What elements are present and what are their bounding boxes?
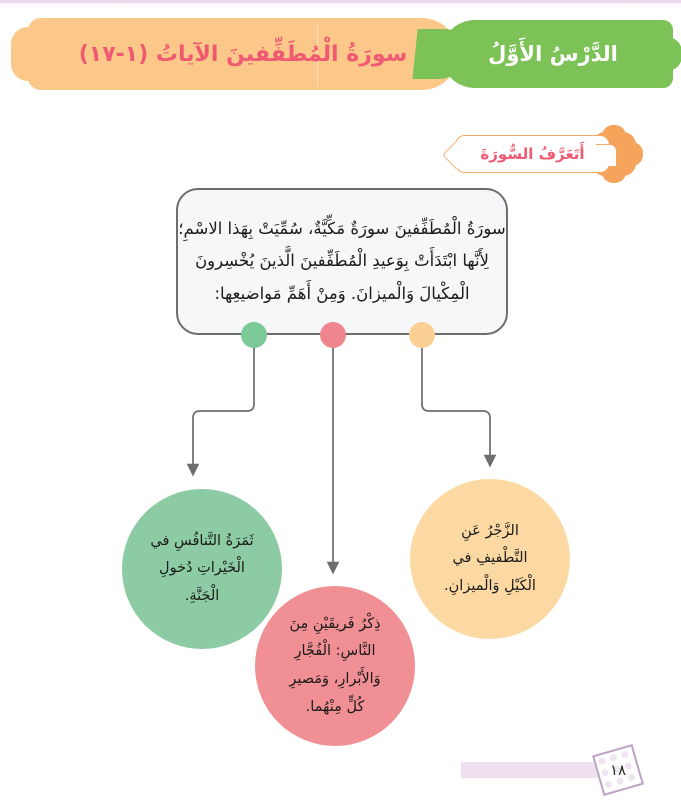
page-number-badge: ١٨ xyxy=(592,744,644,796)
section-header-badge: أَتَعَرَّفُ السُّورَةَ xyxy=(450,125,643,183)
topic-pink-line-3: وَالأَبْرارِ، وَمَصيرِ xyxy=(289,671,381,687)
topic-orange-line-1: الزَّجْرُ عَنِ xyxy=(461,522,519,539)
topic-pink-line-2: النَّاسِ: الْفُجَّارِ xyxy=(294,643,376,660)
topic-circle-orange: الزَّجْرُ عَنِ التَّطْفيفِ في الْكَيْلِ … xyxy=(410,479,570,639)
topic-orange-line-3: الْكَيْلِ وَالْميزانِ. xyxy=(444,577,536,594)
connector-green xyxy=(186,335,255,477)
intro-line-2: لِأَنَّها ابْتَدَأَتْ بِوَعيدِ الْمُطَفِ… xyxy=(195,251,489,271)
surah-intro-box: سورَةُ الْمُطَفِّفينَ سورَةٌ مَكِّيَّةٌ،… xyxy=(176,188,508,335)
topic-orange-line-2: التَّطْفيفِ في xyxy=(452,550,528,567)
top-rule xyxy=(0,0,681,3)
topic-pink-line-4: كُلٍّ مِنْهُما. xyxy=(305,698,365,715)
page-number: ١٨ xyxy=(609,761,627,779)
header-band: سورَةُ الْمُطَفِّفينَ الآياتُ (١-١٧) الد… xyxy=(8,18,681,90)
lesson-number-text: الدَّرْسُ الأَوَّلُ xyxy=(488,42,618,66)
section-header-plate: أَتَعَرَّفُ السُّورَةَ xyxy=(455,135,617,173)
section-header-label: أَتَعَرَّفُ السُّورَةَ xyxy=(480,145,585,163)
lesson-title-text: سورَةُ الْمُطَفِّفينَ الآياتُ (١-١٧) xyxy=(78,41,408,67)
lesson-title-ribbon: سورَةُ الْمُطَفِّفينَ الآياتُ (١-١٧) xyxy=(11,18,458,90)
connector-orange xyxy=(421,335,497,468)
node-dot-pink xyxy=(320,322,346,348)
topic-circle-green: ثَمَرَةُ التَّنافُسِ في الْخَيْراتِ دُخو… xyxy=(122,489,282,649)
intro-line-3: الْمِكْيالَ وَالْميزانَ. وَمِنْ أَهَمِّ … xyxy=(214,283,470,303)
lesson-number-ribbon: الدَّرْسُ الأَوَّلُ xyxy=(441,20,681,88)
top-rule-shadow xyxy=(0,3,681,9)
topic-pink-line-1: ذِكْرُ فَريقَيْنِ مِنَ xyxy=(289,615,381,632)
topic-circle-pink: ذِكْرُ فَريقَيْنِ مِنَ النَّاسِ: الْفُجَ… xyxy=(255,586,415,746)
topic-green-line-3: الْجَنَّةِ. xyxy=(184,587,220,604)
node-dot-green xyxy=(241,322,267,348)
node-dot-orange xyxy=(409,322,435,348)
footer-bar xyxy=(461,762,607,778)
topic-green-line-1: ثَمَرَةُ التَّنافُسِ في xyxy=(150,532,254,549)
topic-green-line-2: الْخَيْراتِ دُخولِ xyxy=(159,560,245,577)
intro-line-1: سورَةُ الْمُطَفِّفينَ سورَةٌ مَكِّيَّةٌ،… xyxy=(178,219,506,239)
